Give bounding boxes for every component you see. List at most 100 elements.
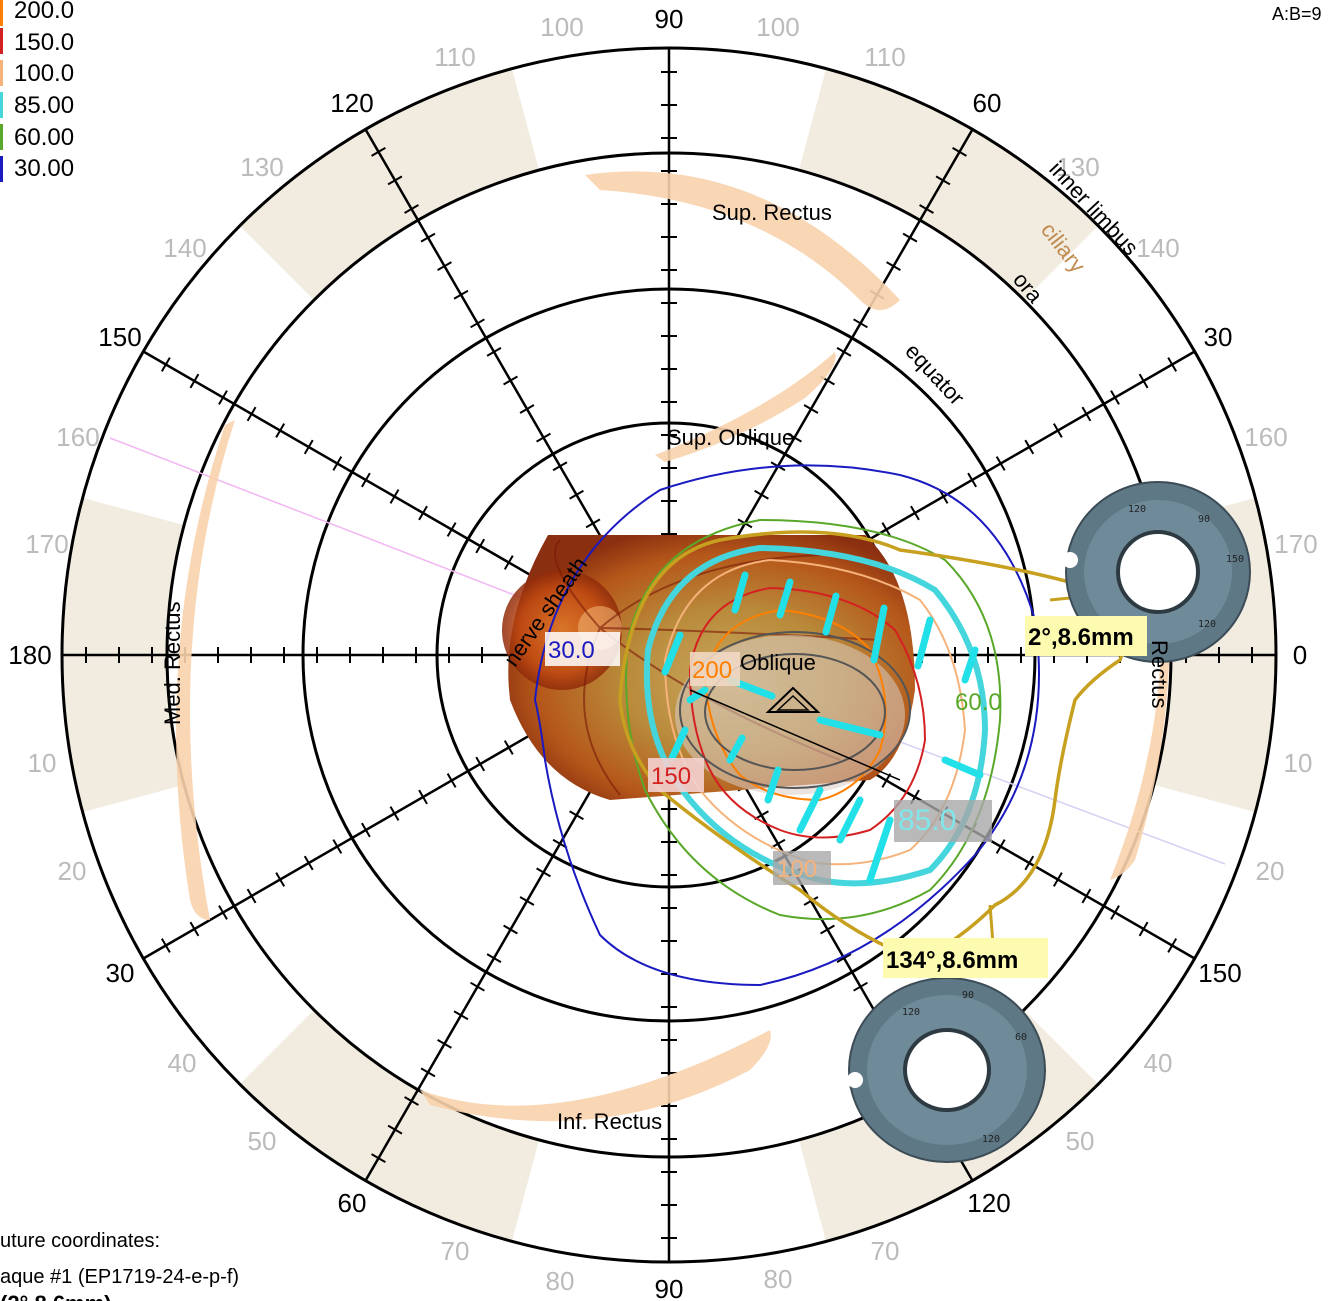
axis-tick [475, 538, 486, 554]
seed-dash-9 [764, 766, 782, 804]
axis-tick [189, 373, 200, 389]
angle-minor-label: 20 [58, 856, 87, 886]
axis-tick [967, 472, 977, 488]
angle-minor-label: 160 [1244, 422, 1287, 452]
angle-minor-label: 40 [168, 1048, 197, 1078]
axis-tick [519, 404, 535, 414]
angle-major-label: 150 [98, 322, 141, 352]
axis-tick [420, 1067, 436, 1078]
c150-bg [648, 758, 704, 792]
axis-tick [536, 867, 551, 878]
tumor-center-marker [689, 686, 901, 781]
suture2-bg [883, 938, 1048, 978]
seed-dash-7 [668, 726, 689, 762]
axis-tick [332, 456, 343, 471]
axis-120 [364, 128, 606, 544]
axis-tick [519, 896, 535, 906]
axis-tick [303, 439, 314, 455]
seed-dash-6 [661, 631, 684, 676]
dial-1-label-2: 90 [1198, 514, 1210, 525]
suture1-bg [1025, 616, 1147, 656]
axis-tick [389, 489, 400, 504]
ratio-label: A:B=9 [1272, 4, 1322, 24]
seed-dash-8 [726, 734, 746, 764]
contour-30 [533, 464, 1040, 987]
c100-bg [773, 851, 831, 885]
contour-value-labels: 30.0 200 150 100 60.0 85.0 [545, 632, 1002, 885]
angle-minor-label: 70 [871, 1236, 900, 1266]
angle-minor-label: 160 [56, 422, 99, 452]
axis-60 [732, 128, 974, 544]
legend-swatch-150 [0, 28, 3, 54]
seed-dash-12 [866, 816, 894, 884]
axis-tick [935, 175, 951, 186]
angle-major-label: 90 [655, 4, 684, 34]
axis-tick [770, 838, 786, 849]
axis-tick [218, 905, 228, 920]
contour-60 [625, 518, 1002, 921]
axis-tick [361, 822, 371, 838]
angle-minor-label: 40 [1144, 1048, 1173, 1078]
footer-line-1: uture coordinates: [0, 1230, 160, 1252]
axis-tick [189, 921, 200, 937]
seed-dash-16 [686, 686, 709, 704]
axis-tick [1138, 921, 1149, 937]
axis-tick [418, 789, 428, 805]
dial-1-label-4: 120 [1198, 619, 1216, 630]
axis-tick [938, 489, 949, 504]
axis-tick [160, 357, 171, 372]
dial-1-notch [1062, 552, 1078, 568]
angle-minor-label: 110 [864, 42, 905, 72]
seed-dash-4 [914, 616, 934, 670]
axis-tick [1081, 888, 1092, 904]
sup-rectus-insertion [585, 171, 900, 310]
axis-tick [995, 839, 1006, 854]
c85-bg [894, 800, 992, 842]
axis-tick [404, 204, 419, 214]
angle-minor-label: 50 [1066, 1126, 1095, 1156]
footer-line-3: (2°,8.6mm) [0, 1291, 112, 1301]
axis-tick [470, 318, 485, 329]
axis-tick [886, 261, 901, 272]
angle-minor-label: 10 [28, 748, 57, 778]
label-sup-rectus: Sup. Rectus [712, 200, 832, 225]
axis-tick [552, 461, 568, 472]
angle-labels: 9060300150120906030180150120100110130140… [8, 4, 1317, 1301]
angle-minor-label: 140 [1136, 233, 1179, 263]
dial-1-label-1: 120 [1128, 504, 1146, 515]
seed-dash-13 [941, 756, 984, 779]
angle-minor-label: 130 [240, 152, 283, 182]
muscle-insertions [176, 171, 1170, 1122]
axis-tick [503, 924, 518, 935]
axis-tick [453, 289, 469, 300]
dial-2-label-4: 120 [982, 1134, 1000, 1145]
axis-tick [910, 505, 920, 521]
c100-label: 100 [777, 856, 817, 883]
axis-tick [446, 522, 457, 537]
contour-100 [663, 558, 967, 866]
center-triangle [765, 686, 821, 713]
angle-minor-label: 170 [1274, 529, 1317, 559]
label-lat-rectus: Rectus [1147, 640, 1172, 708]
axis-tick [881, 522, 892, 537]
seed-dash-0 [731, 571, 749, 614]
angle-major-label: 60 [973, 88, 1002, 118]
c30-bg [545, 632, 620, 666]
axis-tick [303, 855, 314, 871]
legend-label-85: 85.00 [14, 92, 74, 119]
seed-dash-11 [836, 796, 864, 844]
footer-line-2: aque #1 (EP1719-24-e-p-f) [0, 1266, 239, 1288]
angle-major-label: 90 [655, 1274, 684, 1301]
seed-dash-3 [870, 604, 888, 664]
angle-major-label: 0 [1293, 640, 1307, 670]
axis-tick [503, 375, 518, 386]
c30-label: 30.0 [548, 637, 595, 664]
axis-tick [1138, 373, 1149, 389]
dial-2-label-3: 60 [1015, 1032, 1027, 1043]
suture1-label: 2°,8.6mm [1028, 624, 1134, 651]
axis-tick [371, 1153, 386, 1164]
tumor-outline-1 [679, 631, 911, 789]
axis-tick [218, 390, 228, 405]
label-med-rectus: Med. Rectus [160, 602, 185, 726]
